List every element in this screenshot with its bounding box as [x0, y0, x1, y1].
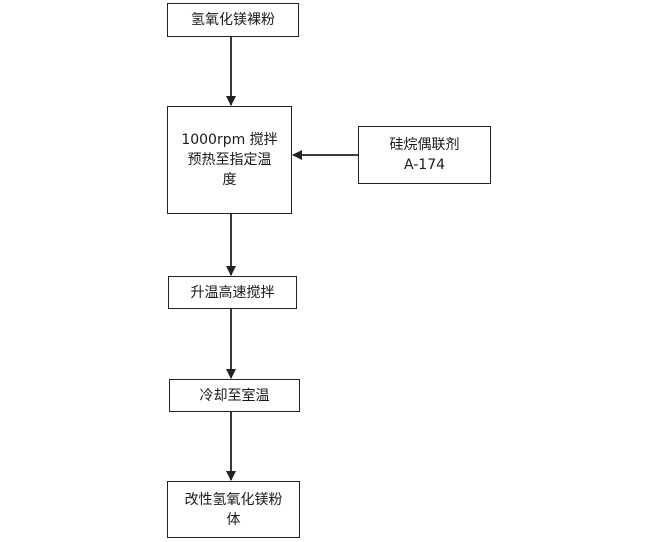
node-label-line: 冷却至室温	[199, 387, 270, 404]
node-cool-to-room-temp: 冷却至室温	[169, 379, 300, 412]
node-label-line: 1000rpm 搅拌	[181, 132, 278, 148]
node-label-line: 硅烷偶联剂	[389, 137, 460, 153]
node-label-line: 体	[226, 511, 241, 528]
node-label-line: 预热至指定温	[187, 152, 272, 168]
node-heat-high-speed-stir: 升温高速搅拌	[168, 276, 297, 309]
node-stir-preheat: 1000rpm 搅拌 预热至指定温 度	[167, 106, 292, 214]
node-modified-mg-hydroxide-powder: 改性氢氧化镁粉 体	[167, 481, 300, 538]
node-label-line: 改性氢氧化镁粉	[184, 491, 283, 508]
node-label-line: 升温高速搅拌	[190, 284, 275, 301]
node-raw-mg-hydroxide-powder: 氢氧化镁裸粉	[167, 3, 299, 37]
node-silane-coupling-agent: 硅烷偶联剂 A-174	[358, 126, 491, 184]
node-label-line: 度	[222, 172, 237, 188]
node-label-line: 氢氧化镁裸粉	[191, 12, 275, 28]
node-label-line: A-174	[403, 157, 446, 173]
